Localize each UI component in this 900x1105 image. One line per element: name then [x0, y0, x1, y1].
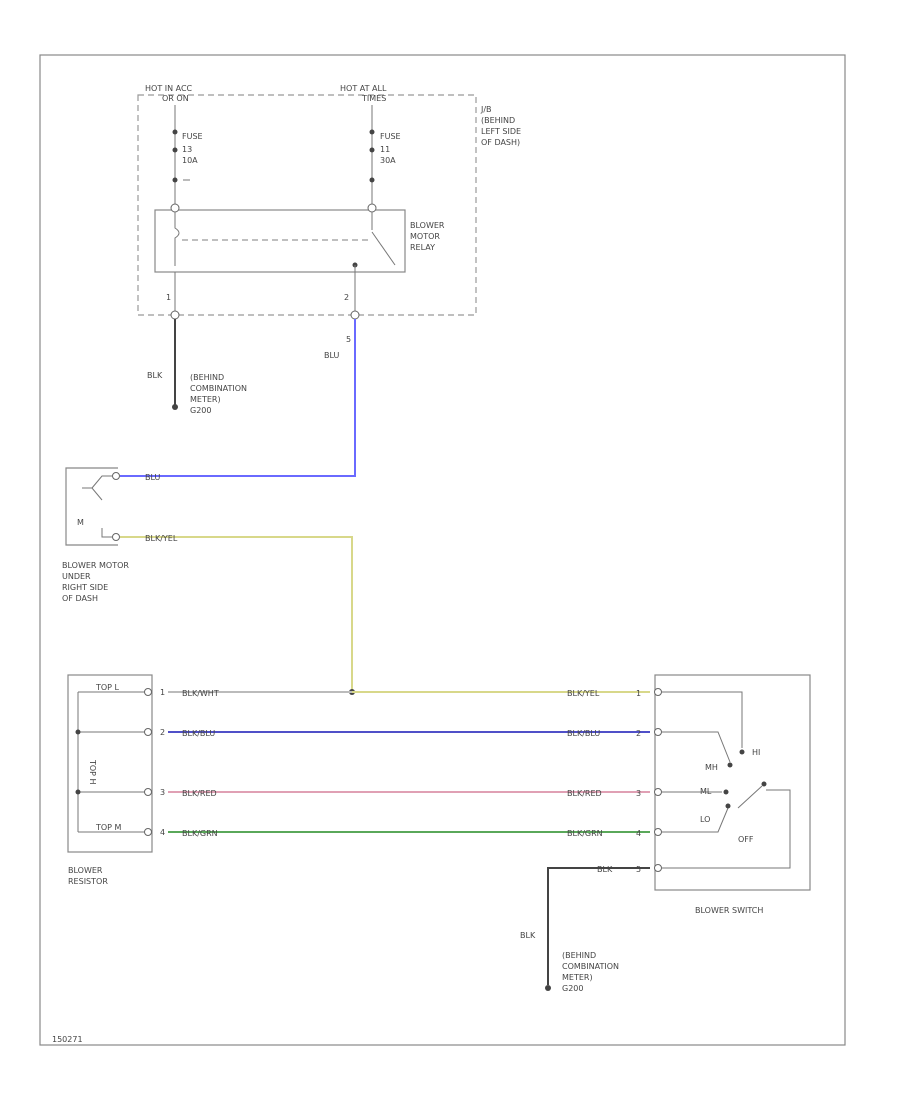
switch-wiper — [737, 785, 763, 809]
resistor-pin-4-terminal — [144, 828, 152, 836]
ground-bottom-label-1: (BEHIND — [562, 951, 596, 960]
jb-connector-1 — [170, 310, 180, 320]
wire-s3-label: BLK/RED — [567, 789, 602, 798]
wire-blu-motor-label: BLU — [145, 473, 161, 482]
fuse-13-text-2: 13 — [182, 145, 192, 154]
wire-s1-label: BLK/YEL — [567, 689, 600, 698]
wire-r2-label: BLK/BLU — [182, 729, 215, 738]
motor-m-icon: M — [77, 518, 84, 527]
ground-top-label-2: COMBINATION — [190, 384, 247, 393]
switch-pos-off: OFF — [738, 835, 754, 844]
relay-terminal-left — [170, 203, 180, 213]
relay-pin-5: 5 — [346, 335, 351, 344]
fuse-13: FUSE 13 10A — [172, 105, 203, 205]
figure-id: 150271 — [52, 1035, 83, 1044]
fuse-11-text-3: 30A — [380, 156, 396, 165]
ground-point-top — [172, 404, 178, 410]
ground-bottom-label-2: COMBINATION — [562, 962, 619, 971]
switch-pos-ml: ML — [700, 787, 712, 796]
fuse-11-text-2: 11 — [380, 145, 390, 154]
wire-blk-yel-motor — [120, 536, 353, 692]
resistor-pin-1-terminal — [144, 688, 152, 696]
resistor-inner-1: TOP L — [95, 683, 120, 692]
fuse-13-text-3: 10A — [182, 156, 198, 165]
resistor-pin-2: 2 — [160, 728, 165, 737]
ground-top-label-1: (BEHIND — [190, 373, 224, 382]
ground-top-label-3: METER) — [190, 395, 221, 404]
hot-right-label-1: HOT AT ALL — [340, 84, 387, 93]
switch-label: BLOWER SWITCH — [695, 906, 763, 915]
relay-contact-arm — [371, 231, 396, 266]
jb-pin-1: 1 — [166, 293, 171, 302]
relay-coil — [174, 212, 180, 266]
switch-pos-mh: MH — [705, 763, 718, 772]
jb-label-2: (BEHIND — [481, 116, 515, 125]
ground-bottom-label-3: METER) — [562, 973, 593, 982]
resistor-pin-1: 1 — [160, 688, 165, 697]
wire-r4-label: BLK/GRN — [182, 829, 218, 838]
motor-label-2: UNDER — [62, 572, 91, 581]
relay-label-2: MOTOR — [410, 232, 440, 241]
switch-pin-4: 4 — [636, 829, 641, 838]
switch-pin-5: 5 — [636, 865, 641, 874]
wire-r1-label: BLK/WHT — [182, 689, 219, 698]
diagram-frame — [39, 54, 846, 1046]
resistor-pin-3: 3 — [160, 788, 165, 797]
ground-point-bottom — [545, 985, 551, 991]
wire-blk-bottom-label: BLK — [520, 931, 536, 940]
motor-label-4: OF DASH — [62, 594, 98, 603]
motor-label-3: RIGHT SIDE — [62, 583, 108, 592]
jb-connector-2 — [350, 310, 360, 320]
hot-left-label-1: HOT IN ACC — [145, 84, 193, 93]
fuse-13-text-1: FUSE — [182, 132, 203, 141]
resistor-pin-3-terminal — [144, 788, 152, 796]
fuse-11-text-1: FUSE — [380, 132, 401, 141]
relay-label-1: BLOWER — [410, 221, 445, 230]
relay-terminal-right — [367, 203, 377, 213]
blower-motor — [65, 467, 118, 546]
resistor-pin-4: 4 — [160, 828, 165, 837]
wire-s5-label: BLK — [597, 865, 613, 874]
resistor-pin-2-terminal — [144, 728, 152, 736]
blower-switch — [654, 674, 811, 891]
wire-s4-label: BLK/GRN — [567, 829, 603, 838]
jb-label-4: OF DASH) — [481, 138, 520, 147]
motor-symbol — [82, 475, 112, 501]
hot-right-label-2: TIMES — [361, 94, 386, 103]
jb-pin-2: 2 — [344, 293, 349, 302]
resistor-label-1: BLOWER — [68, 866, 103, 875]
relay-label-3: RELAY — [410, 243, 435, 252]
fuse-11: FUSE 11 30A — [369, 105, 401, 205]
resistor-inner-2: TOP H — [88, 759, 97, 785]
resistor-label-2: RESISTOR — [68, 877, 108, 886]
wire-s2-label: BLK/BLU — [567, 729, 600, 738]
motor-terminal-2 — [112, 533, 120, 541]
wire-blu-relay-label: BLU — [324, 351, 340, 360]
blower-motor-relay — [154, 209, 406, 273]
resistor-inner-3: TOP M — [95, 823, 122, 832]
motor-terminal-1 — [112, 472, 120, 480]
wire-blk-bottom — [547, 867, 650, 985]
wire-blu — [120, 319, 356, 477]
switch-pin-1: 1 — [636, 689, 641, 698]
jb-label-3: LEFT SIDE — [481, 127, 521, 136]
switch-pos-hi: HI — [752, 748, 760, 757]
junction-block — [137, 94, 477, 316]
wire-blk-top-label: BLK — [147, 371, 163, 380]
ground-bottom-label-4: G200 — [562, 984, 583, 993]
jb-label-1: J/B — [480, 105, 492, 114]
motor-label-1: BLOWER MOTOR — [62, 561, 129, 570]
wire-blk-yel-motor-label: BLK/YEL — [145, 534, 178, 543]
blower-resistor — [67, 674, 153, 853]
switch-pin-3: 3 — [636, 789, 641, 798]
ground-top-label-4: G200 — [190, 406, 211, 415]
switch-pin-2: 2 — [636, 729, 641, 738]
wire-r3-label: BLK/RED — [182, 789, 217, 798]
hot-left-label-2: OR ON — [162, 94, 189, 103]
switch-pos-lo: LO — [700, 815, 710, 824]
